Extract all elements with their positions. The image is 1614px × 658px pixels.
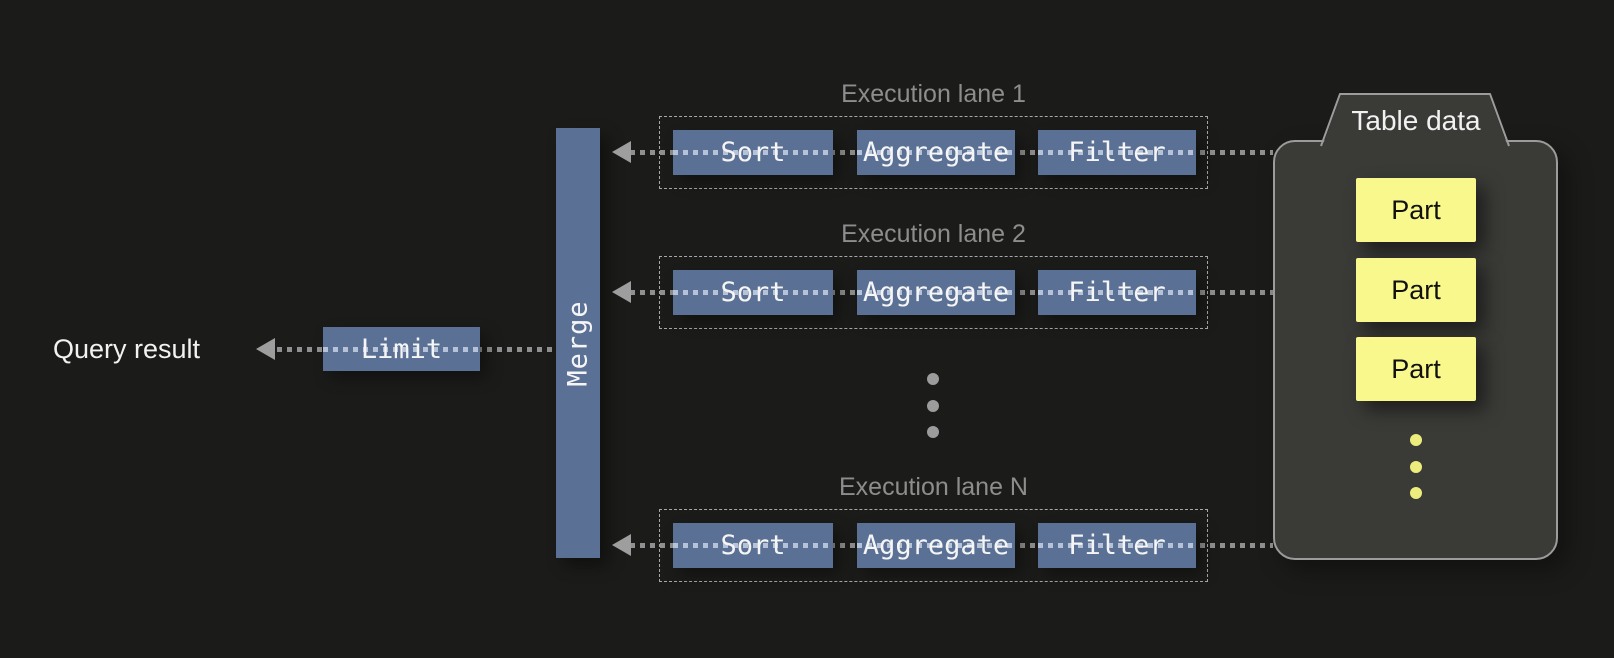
aggregate-box: Aggregate [857, 523, 1015, 568]
query-result-label: Query result [53, 334, 201, 364]
lane-2-label: Execution lane 2 [841, 220, 1026, 248]
merge-bar: Merge [556, 128, 600, 558]
dotted-overlay [857, 543, 1015, 548]
part-label: Part [1391, 274, 1441, 305]
lane-1-dashed-border [659, 116, 1208, 189]
lanes-ellipsis-dot [927, 426, 939, 438]
lanes-ellipsis-dot [927, 400, 939, 412]
filter-label: Filter [1068, 277, 1166, 308]
dotted-overlay [857, 150, 1015, 155]
sort-label: Sort [720, 530, 786, 561]
dotted-overlay [1038, 150, 1196, 155]
sort-box: Sort [673, 523, 833, 568]
aggregate-label: Aggregate [862, 137, 1010, 168]
limit-label: Limit [360, 333, 443, 365]
merge-label: Merge [562, 299, 594, 387]
filter-box: Filter [1038, 130, 1196, 175]
limit-box: Limit [323, 327, 480, 371]
lane-n-dashed-border [659, 509, 1208, 582]
dotted-overlay [673, 543, 833, 548]
dotted-overlay [1038, 290, 1196, 295]
dotted-connector-through-limit [323, 346, 480, 352]
dotted-overlay [857, 290, 1015, 295]
filter-label: Filter [1068, 530, 1166, 561]
dotted-overlay [673, 290, 833, 295]
filter-label: Filter [1068, 137, 1166, 168]
parts-ellipsis-dot [1410, 461, 1422, 473]
aggregate-label: Aggregate [862, 277, 1010, 308]
lane-n-label: Execution lane N [838, 473, 1028, 501]
parts-ellipsis-dot [1410, 487, 1422, 499]
dotted-overlay [1038, 543, 1196, 548]
table-data-title: Table data [1351, 105, 1481, 136]
sort-label: Sort [720, 277, 786, 308]
lane-2-dashed-border [659, 256, 1208, 329]
sort-box: Sort [673, 270, 833, 315]
arrowhead-lane-2-to-merge [612, 281, 631, 303]
sort-box: Sort [673, 130, 833, 175]
part-box: Part [1356, 337, 1476, 401]
table-data-tab [1320, 93, 1510, 147]
aggregate-box: Aggregate [857, 130, 1015, 175]
lane-1-label: Execution lane 1 [841, 80, 1026, 108]
part-box: Part [1356, 258, 1476, 322]
part-label: Part [1391, 194, 1441, 225]
arrowhead-lane-n-to-merge [612, 534, 631, 556]
dotted-overlay [673, 150, 833, 155]
part-label: Part [1391, 353, 1441, 384]
aggregate-label: Aggregate [862, 530, 1010, 561]
filter-box: Filter [1038, 523, 1196, 568]
sort-label: Sort [720, 137, 786, 168]
parts-ellipsis-dot [1410, 434, 1422, 446]
part-box: Part [1356, 178, 1476, 242]
lanes-ellipsis-dot [927, 373, 939, 385]
arrowhead-lane-1-to-merge [612, 141, 631, 163]
aggregate-box: Aggregate [857, 270, 1015, 315]
filter-box: Filter [1038, 270, 1196, 315]
arrowhead-to-query-result [256, 338, 275, 360]
